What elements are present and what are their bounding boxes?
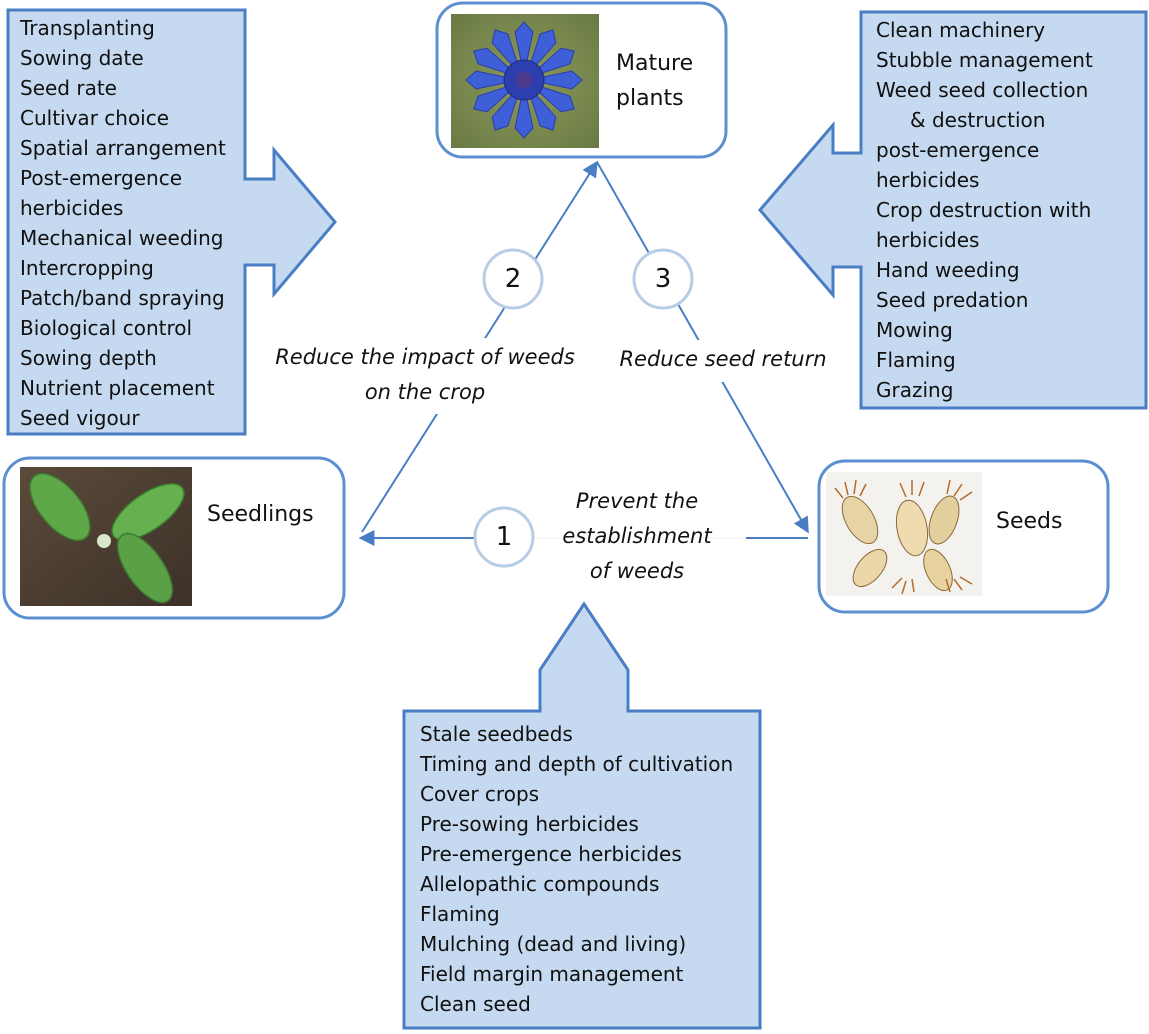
right-list-item: post-emergence xyxy=(876,138,1040,162)
cornflower-image xyxy=(451,14,599,148)
bottom-list-item: Cover crops xyxy=(420,782,540,806)
bottom-list-item: Mulching (dead and living) xyxy=(420,932,687,956)
left-callout xyxy=(6,8,337,436)
step-2-label-line2: on the crop xyxy=(364,380,486,404)
right-list-item: Clean machinery xyxy=(876,18,1046,42)
left-list-item: Patch/band spraying xyxy=(20,286,225,310)
seeds-image xyxy=(826,472,982,596)
step-1-circle xyxy=(473,506,535,568)
step-3-number: 3 xyxy=(654,264,672,294)
step-2-circle xyxy=(482,248,544,310)
right-list-item: Flaming xyxy=(876,348,956,372)
step-3-label: Reduce seed return xyxy=(619,347,827,371)
right-list-item: herbicides xyxy=(876,228,980,252)
step-2-label-bg xyxy=(258,338,616,414)
left-list-item: Mechanical weeding xyxy=(20,226,224,250)
mature-plants-label: Mature plants xyxy=(616,46,693,116)
step-2-number: 2 xyxy=(504,264,522,294)
bottom-list-item: Stale seedbeds xyxy=(420,722,573,746)
step-1-label-bg xyxy=(530,478,746,594)
seedling-image xyxy=(20,467,192,606)
right-list-item: Crop destruction with xyxy=(876,198,1092,222)
left-list-item: Intercropping xyxy=(20,256,154,280)
left-list-item: Cultivar choice xyxy=(20,106,170,130)
bottom-list-item: Pre-sowing herbicides xyxy=(420,812,639,836)
bottom-list-item: Timing and depth of cultivation xyxy=(420,752,734,776)
bottom-list-item: Allelopathic compounds xyxy=(420,872,660,896)
step-2-label: Reduce the impact of weeds on the crop xyxy=(258,340,592,410)
left-list-item: Spatial arrangement xyxy=(20,136,226,160)
step-2-label-line1: Reduce the impact of weeds xyxy=(275,345,575,369)
seeds-label: Seeds xyxy=(996,509,1063,534)
bottom-list-item: Field margin management xyxy=(420,962,684,986)
step-1-label-line3: of weeds xyxy=(589,559,685,583)
step-1-number: 1 xyxy=(495,522,513,552)
right-list-item: herbicides xyxy=(876,168,980,192)
left-list-item: Seed vigour xyxy=(20,406,140,430)
left-list-item: Seed rate xyxy=(20,76,117,100)
right-list-item: Weed seed collection xyxy=(876,78,1089,102)
step-1-label-line1: Prevent the xyxy=(575,489,699,513)
step-3-label-bg xyxy=(606,340,852,382)
bottom-list-item: Flaming xyxy=(420,902,500,926)
step-1-label-line2: establishment xyxy=(562,524,712,548)
left-list-item: Post-emergence xyxy=(20,166,183,190)
right-callout xyxy=(758,10,1148,410)
mature-plants-label-line1: Mature xyxy=(616,51,694,76)
left-list-item: Sowing date xyxy=(20,46,144,70)
right-list-item: Grazing xyxy=(876,378,954,402)
seedlings-label: Seedlings xyxy=(207,502,314,527)
bottom-list-item: Clean seed xyxy=(420,992,531,1016)
left-list-item: Nutrient placement xyxy=(20,376,215,400)
left-list-item: Transplanting xyxy=(20,16,155,40)
left-list-item: Sowing depth xyxy=(20,346,157,370)
mature-plants-label-line2: plants xyxy=(616,86,684,111)
left-list-item: herbicides xyxy=(20,196,124,220)
right-list-item: Stubble management xyxy=(876,48,1093,72)
right-list-item: Hand weeding xyxy=(876,258,1020,282)
step-3-circle xyxy=(632,248,694,310)
bottom-callout xyxy=(402,601,762,1030)
bottom-list-item: Pre-emergence herbicides xyxy=(420,842,682,866)
right-list-item: & destruction xyxy=(910,108,1046,132)
step-1-label: Prevent the establishment of weeds xyxy=(542,484,732,589)
right-list-item: Seed predation xyxy=(876,288,1029,312)
right-list-item: Mowing xyxy=(876,318,953,342)
left-list-item: Biological control xyxy=(20,316,193,340)
